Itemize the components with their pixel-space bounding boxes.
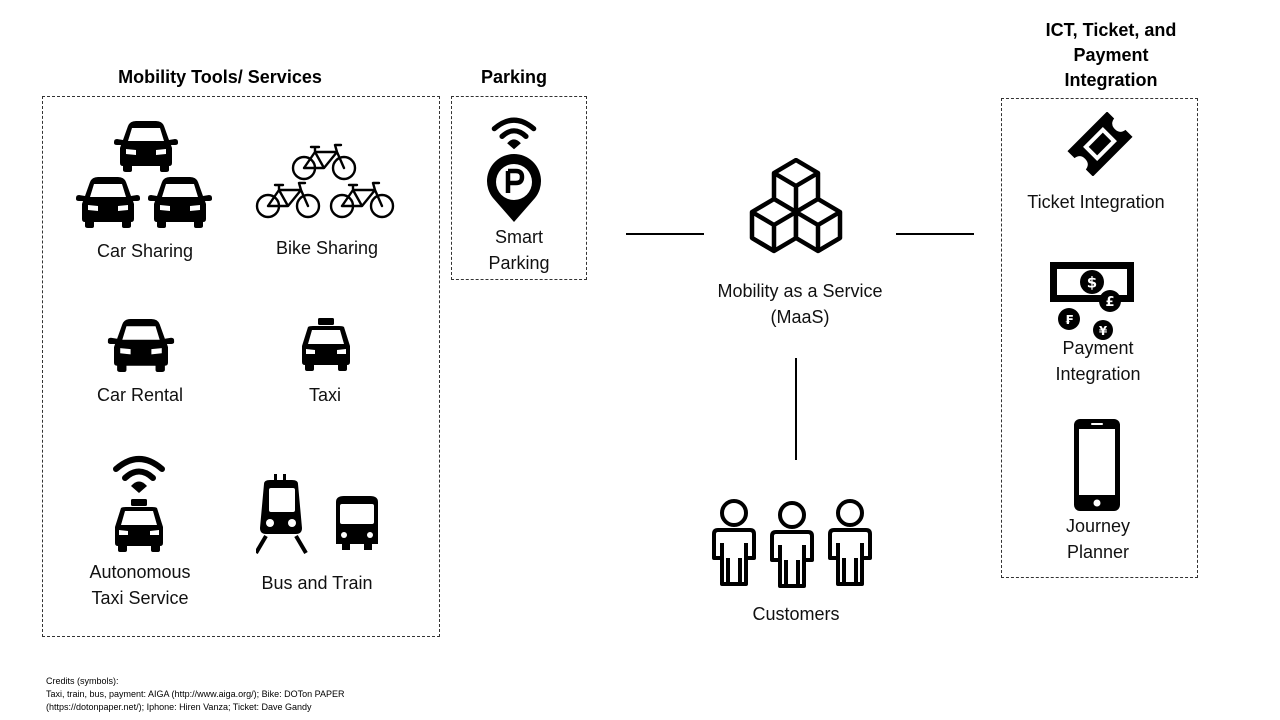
autonomous-taxi-label-line1: Autonomous <box>89 562 191 582</box>
smartphone-icon <box>1074 419 1120 511</box>
bus-train-icon <box>256 474 378 554</box>
maas-cubes-icon <box>749 158 843 254</box>
svg-text:₣: ₣ <box>1065 313 1073 327</box>
maas-label-line1: Mobility as a Service <box>717 281 883 301</box>
ict-heading-line1: ICT, Ticket, and <box>1045 20 1177 40</box>
ict-box <box>1001 98 1198 578</box>
parking-heading: Parking <box>480 67 548 87</box>
ict-heading-line3: Integration <box>1064 70 1158 90</box>
mobility-tools-heading: Mobility Tools/ Services <box>118 67 322 87</box>
payment-icon: $ £ ₣ ¥ <box>1050 262 1134 340</box>
svg-text:£: £ <box>1105 295 1114 310</box>
smart-parking-label-line2: Parking <box>488 253 550 273</box>
bike-sharing-label: Bike Sharing <box>275 238 379 258</box>
autonomous-taxi-label-line2: Taxi Service <box>91 588 189 608</box>
mobility-tools-box <box>42 96 440 637</box>
maas-label-line2: (MaaS) <box>770 307 830 327</box>
car-rental-label: Car Rental <box>96 385 184 405</box>
customers-label: Customers <box>752 604 840 624</box>
taxi-label: Taxi <box>308 385 341 405</box>
credits-line: Taxi, train, bus, payment: AIGA (http://… <box>46 689 345 699</box>
ticket-icon <box>1067 112 1133 176</box>
car-sharing-icon <box>76 121 212 228</box>
payment-integration-label-line2: Integration <box>1055 364 1141 384</box>
bus-train-label: Bus and Train <box>261 573 373 593</box>
credits: Credits (symbols): Taxi, train, bus, pay… <box>46 675 344 714</box>
svg-text:$: $ <box>1087 274 1097 292</box>
payment-integration-label-line1: Payment <box>1062 338 1134 358</box>
smart-parking-icon <box>487 116 541 222</box>
car-rental-icon <box>107 319 175 372</box>
credits-line: (https://dotonpaper.net/); Iphone: Hiren… <box>46 702 312 712</box>
connector-left <box>626 233 704 235</box>
bike-sharing-icon <box>255 143 395 219</box>
ticket-integration-label: Ticket Integration <box>1027 192 1165 212</box>
credits-line: Credits (symbols): <box>46 676 119 686</box>
ict-heading-line2: Payment <box>1073 45 1149 65</box>
autonomous-taxi-icon <box>107 455 171 552</box>
customers-icon <box>712 499 872 588</box>
taxi-icon <box>302 318 350 371</box>
connector-right <box>896 233 974 235</box>
journey-planner-label-line1: Journey <box>1065 516 1131 536</box>
parking-box <box>451 96 587 280</box>
car-sharing-label: Car Sharing <box>96 241 194 261</box>
svg-text:¥: ¥ <box>1099 324 1108 338</box>
smart-parking-label-line1: Smart <box>494 227 543 247</box>
journey-planner-label-line2: Planner <box>1066 542 1130 562</box>
connector-down <box>795 358 797 460</box>
